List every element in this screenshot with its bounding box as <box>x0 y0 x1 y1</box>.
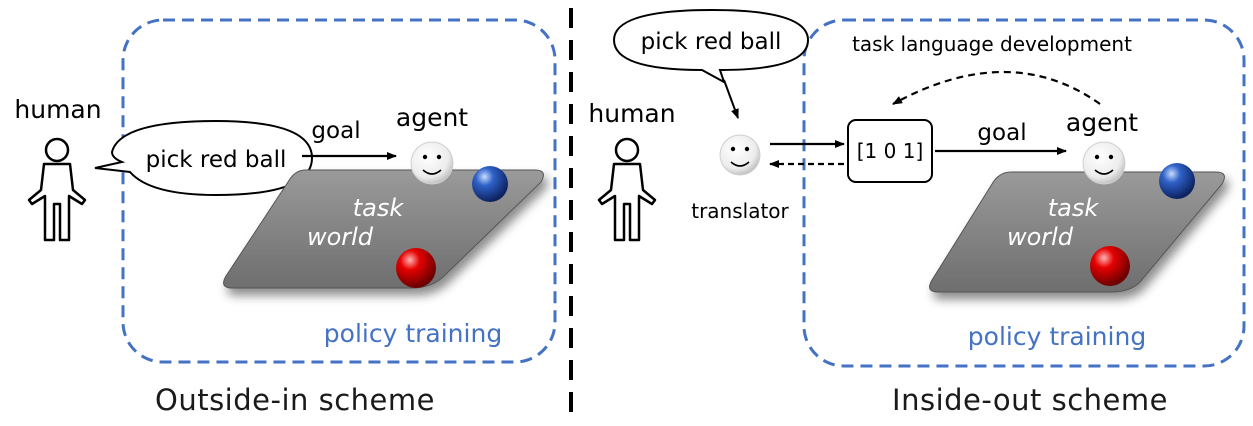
speech-text-left: pick red ball <box>146 147 287 173</box>
policy-training-box-right <box>802 18 1246 368</box>
dev-arrow <box>892 70 1101 105</box>
human-label-right: human <box>588 99 675 128</box>
world-text-right-1: task <box>1048 194 1100 222</box>
goal-label-left: goal <box>311 118 360 144</box>
policy-training-box-left <box>121 18 557 364</box>
human-icon-right <box>597 137 657 242</box>
agent-label-left: agent <box>396 103 468 132</box>
dev-label: task language development <box>852 32 1132 56</box>
blue-ball-right <box>1159 163 1195 199</box>
task-world-left <box>223 169 544 289</box>
red-ball-right <box>1090 246 1130 286</box>
world-text-left-2: world <box>307 223 374 251</box>
blue-ball-left <box>472 166 508 202</box>
world-text-right-2: world <box>1007 223 1074 251</box>
agent-label-right: agent <box>1066 108 1138 137</box>
speech-bubble-left: pick red ball <box>94 119 314 197</box>
speech-text-right: pick red ball <box>641 29 782 55</box>
policy-training-label-left: policy training <box>324 319 502 348</box>
translator-label: translator <box>691 199 789 223</box>
code-box: [1 0 1] <box>847 119 933 183</box>
policy-training-label-right: policy training <box>968 322 1146 351</box>
code-text: [1 0 1] <box>857 139 924 163</box>
task-world-right <box>929 171 1225 293</box>
caption-right: Inside-out scheme <box>892 383 1168 417</box>
goal-label-right: goal <box>977 120 1026 146</box>
human-icon-left <box>27 137 87 242</box>
speech-bubble-right: pick red ball <box>612 8 810 85</box>
caption-left: Outside-in scheme <box>155 383 435 417</box>
world-text-left-1: task <box>353 194 405 222</box>
agent-face-right <box>1082 141 1126 185</box>
translator-face <box>719 134 761 176</box>
red-ball-left <box>396 248 436 288</box>
speech-to-translator-arrow <box>723 79 739 119</box>
agent-face-left <box>410 141 454 185</box>
human-label-left: human <box>14 95 101 124</box>
